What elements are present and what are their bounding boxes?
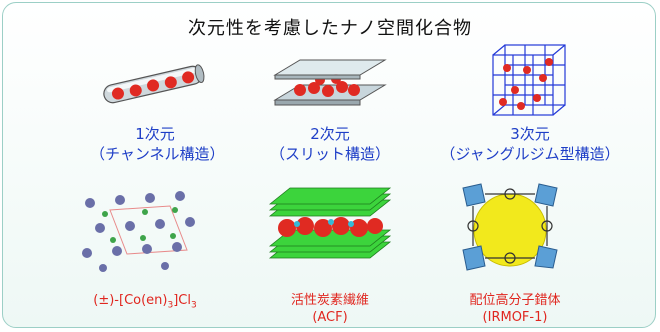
caption-irmof: 配位高分子錯体 (IRMOF-1) [445,292,585,326]
compound-formula: (±)-[Co(en) [93,293,168,308]
slit-structure-illustration [273,59,387,106]
caption-acf: 活性炭素繊維 (ACF) [260,292,400,326]
structure-type-label: （チャンネル構造） [90,145,225,163]
irmof-1-illustration [462,183,558,271]
structure-type-label: （スリット構造） [269,145,390,163]
caption-1d: 1次元 （チャンネル構造） [90,124,225,164]
dimension-label: 1次元 [135,125,175,143]
dimension-label: 3次元 [510,125,550,143]
channel-structure-illustration [103,64,205,104]
caption-3d: 3次元 （ジャングルジム型構造） [425,124,635,164]
material-name: 活性炭素繊維 [290,293,369,308]
page-title: 次元性を考慮したナノ空間化合物 [187,18,473,39]
co-en-crystal-illustration [82,191,195,272]
jungle-gym-structure-illustration [492,44,566,116]
material-abbrev: (ACF) [312,310,348,325]
material-name: 配位高分子錯体 [469,293,561,308]
structure-type-label: （ジャングルジム型構造） [440,145,620,163]
material-abbrev: (IRMOF-1) [482,310,548,325]
dimension-label: 2次元 [310,125,350,143]
acf-illustration [268,187,392,259]
caption-2d: 2次元 （スリット構造） [255,124,405,164]
panel-frame [2,2,656,328]
caption-co-en: (±)-[Co(en)3]Cl3 [93,293,197,311]
